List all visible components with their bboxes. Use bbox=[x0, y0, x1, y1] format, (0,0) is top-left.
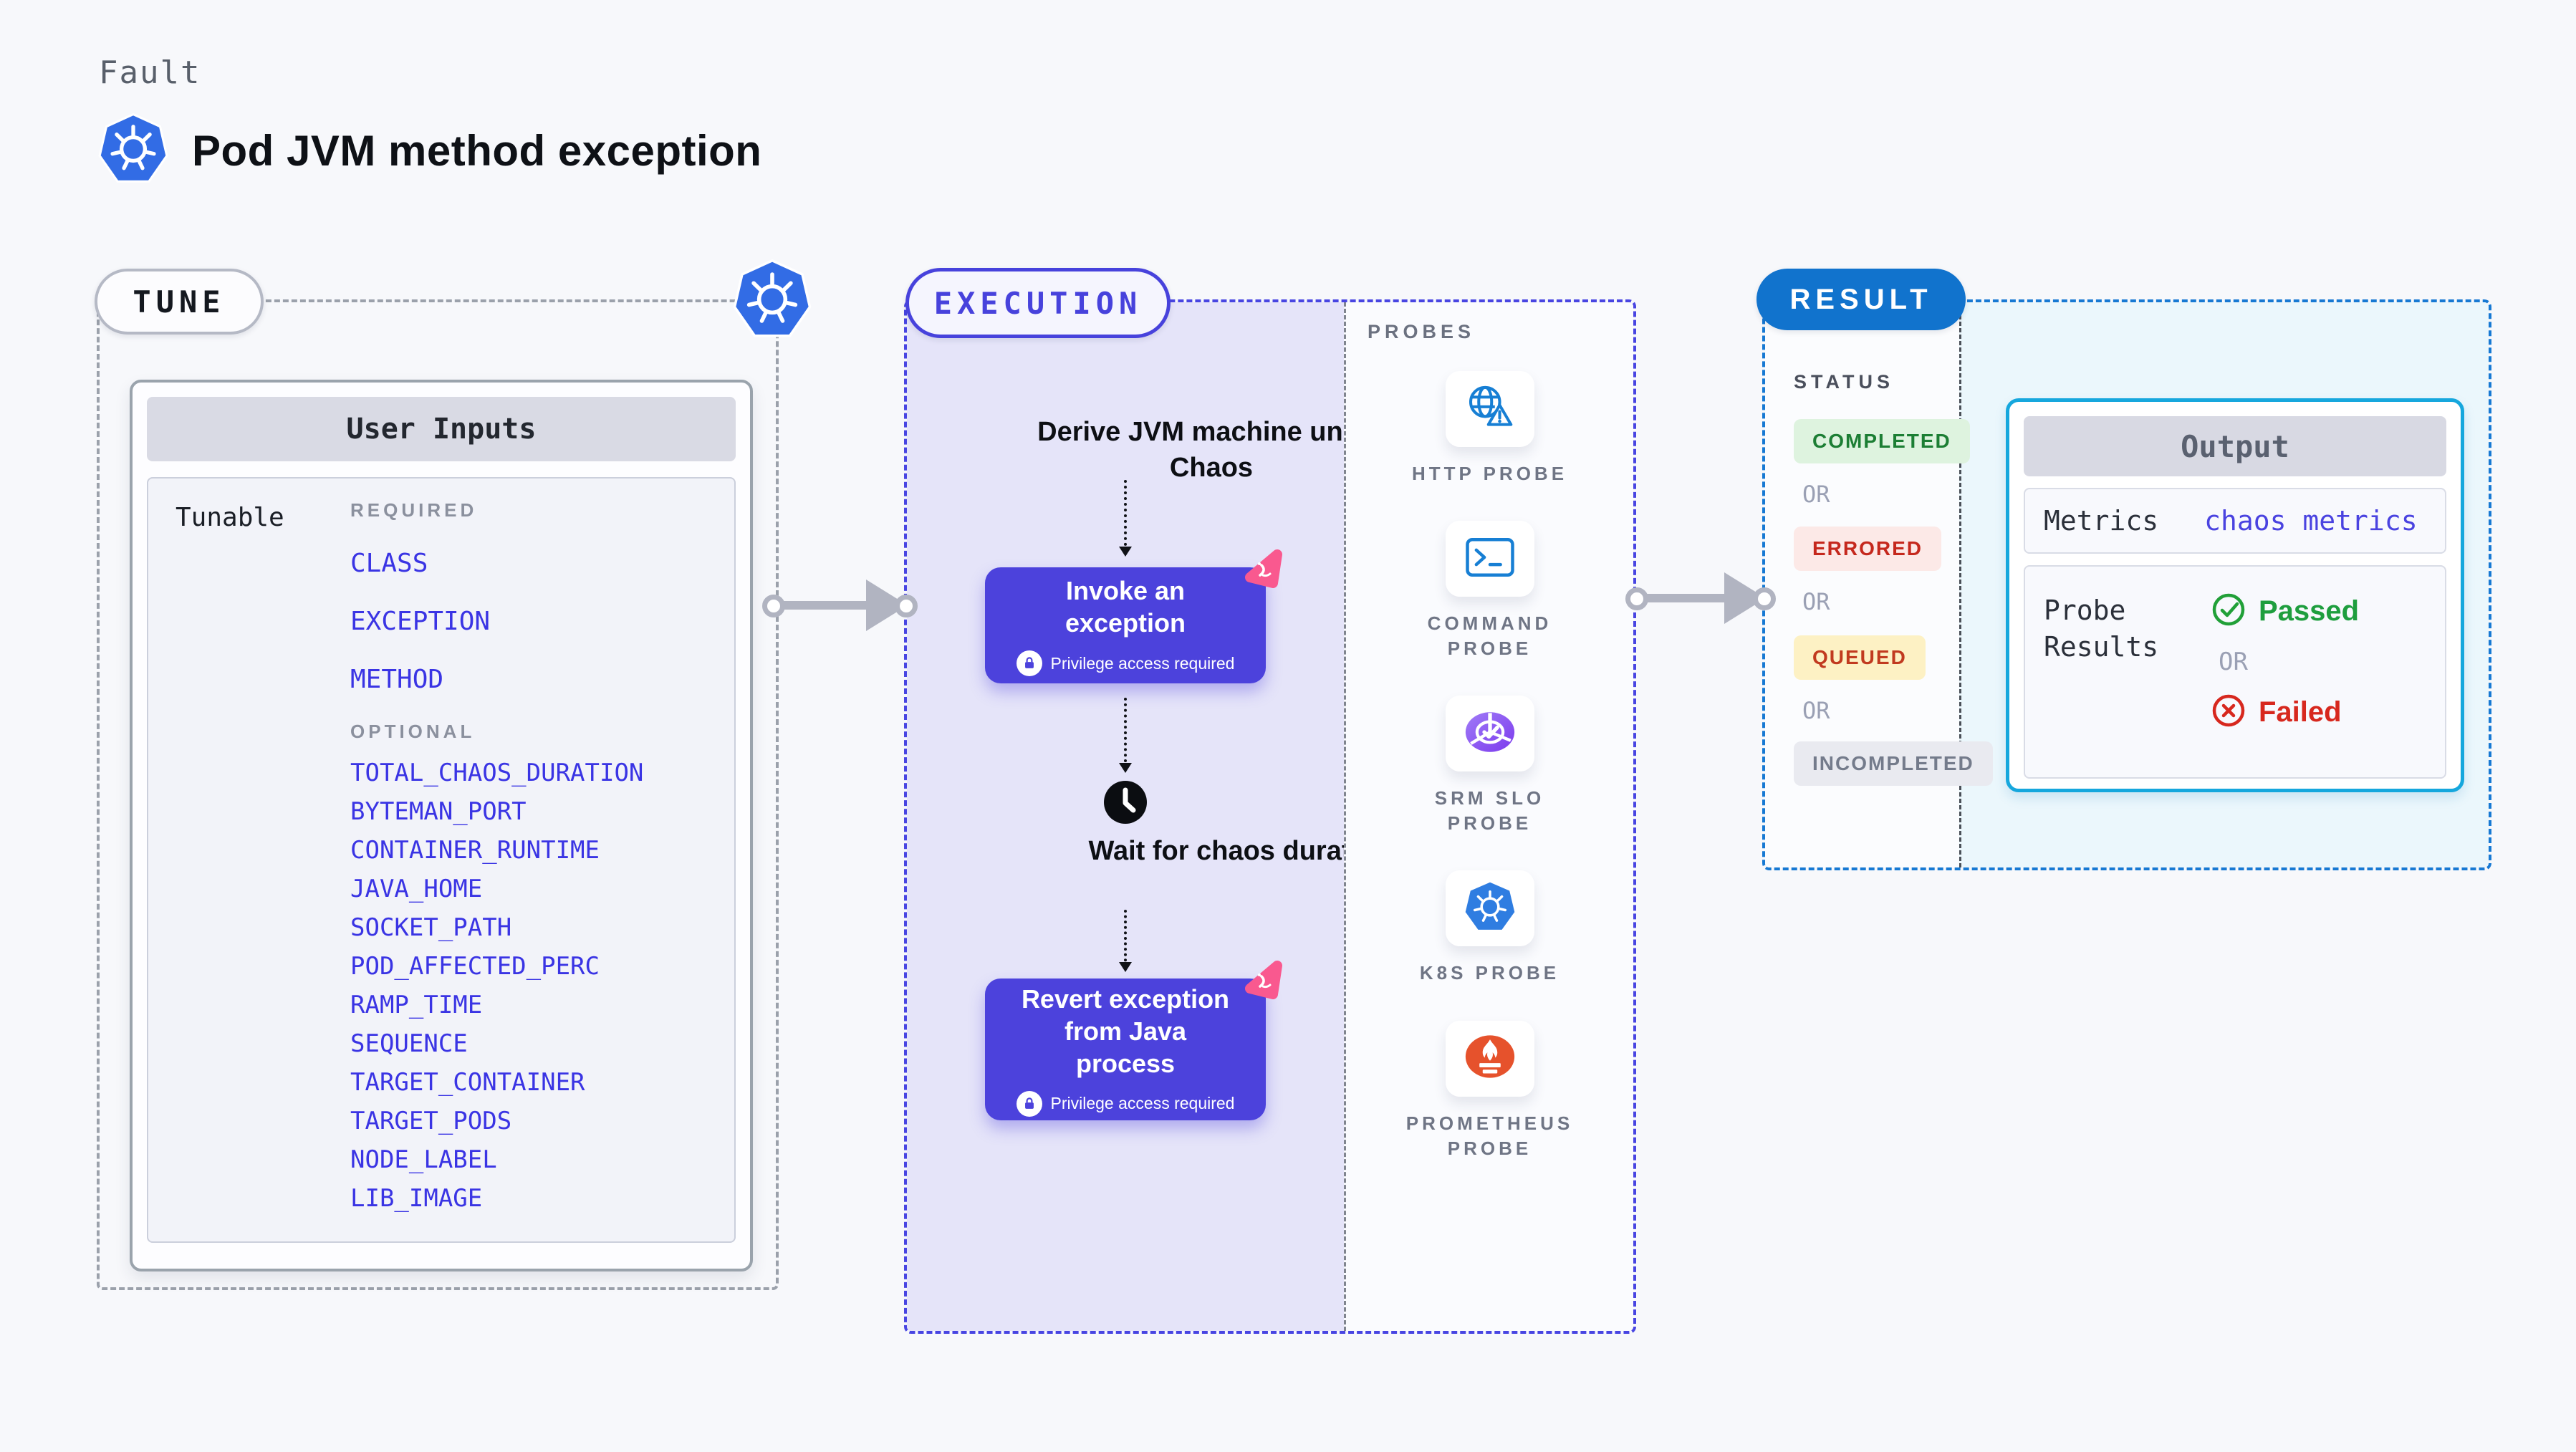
status-column: STATUS COMPLETED OR ERRORED OR QUEUED OR… bbox=[1765, 302, 1993, 867]
output-card: Output Metrics chaos metrics Probe Resul… bbox=[2006, 398, 2464, 792]
status-column-label: STATUS bbox=[1794, 371, 1894, 393]
dotted-arrow-icon bbox=[1119, 910, 1132, 972]
probe-label: COMMAND PROBE bbox=[1427, 612, 1552, 660]
or-label: OR bbox=[2219, 648, 2248, 676]
result-pill[interactable]: RESULT bbox=[1756, 269, 1966, 330]
command-probe-card[interactable] bbox=[1445, 521, 1534, 597]
or-label: OR bbox=[1802, 697, 1830, 724]
invoke-exception-label: Invoke an exception bbox=[1064, 576, 1186, 638]
probe-item-command: COMMAND PROBE bbox=[1397, 521, 1583, 661]
probe-label: HTTP PROBE bbox=[1411, 463, 1568, 484]
http-probe-card[interactable] bbox=[1445, 371, 1534, 447]
chaos-metrics-link[interactable]: chaos metrics bbox=[2204, 505, 2418, 537]
tunable-row-label: Tunable bbox=[176, 503, 284, 532]
user-inputs-title: User Inputs bbox=[147, 397, 736, 461]
probe-label: K8S PROBE bbox=[1419, 962, 1560, 984]
probe-item-prometheus: PROMETHEUS PROBE bbox=[1397, 1020, 1583, 1161]
or-label: OR bbox=[1802, 588, 1830, 615]
probe-item-srm-slo: SRM SLO PROBE bbox=[1397, 696, 1583, 836]
kubernetes-icon bbox=[732, 258, 812, 345]
probe-results-row: Probe Results Passed OR bbox=[2024, 565, 2446, 779]
flow-arrow-execution-to-result bbox=[1625, 571, 1776, 625]
slo-gauge-icon bbox=[1462, 709, 1518, 759]
required-group-label: REQUIRED bbox=[350, 499, 478, 521]
user-inputs-card: User Inputs Tunable REQUIRED CLASS EXCEP… bbox=[130, 380, 753, 1271]
execution-section: Derive JVM machine under Chaos Invoke an… bbox=[904, 299, 1636, 1334]
tunable-byteman-port-link[interactable]: BYTEMAN_PORT bbox=[350, 797, 527, 826]
kubernetes-icon bbox=[97, 112, 169, 190]
probe-results-label: Probe Results bbox=[2044, 595, 2159, 663]
tunable-method-link[interactable]: METHOD bbox=[350, 665, 444, 694]
tunable-container-runtime-link[interactable]: CONTAINER_RUNTIME bbox=[350, 836, 600, 865]
fault-kicker: Fault bbox=[99, 54, 201, 91]
dotted-arrow-icon bbox=[1119, 480, 1132, 557]
tunable-sequence-link[interactable]: SEQUENCE bbox=[350, 1029, 468, 1058]
privilege-note: Privilege access required bbox=[1050, 653, 1235, 673]
privilege-note: Privilege access required bbox=[1050, 1094, 1235, 1112]
revert-exception-node[interactable]: Revert exception from Java process Privi… bbox=[985, 961, 1282, 1120]
derive-step-text: Derive JVM machine under Chaos bbox=[1037, 417, 1385, 484]
k8s-probe-card[interactable] bbox=[1445, 870, 1534, 947]
execution-pill[interactable]: EXECUTION bbox=[905, 268, 1171, 338]
tunables-list: Tunable REQUIRED CLASS EXCEPTION METHOD … bbox=[147, 477, 736, 1243]
optional-group-label: OPTIONAL bbox=[350, 721, 476, 742]
x-circle-icon bbox=[2211, 693, 2246, 731]
status-badge-queued: QUEUED bbox=[1794, 635, 1926, 680]
tunable-node-label-link[interactable]: NODE_LABEL bbox=[350, 1145, 497, 1174]
tunable-exception-link[interactable]: EXCEPTION bbox=[350, 607, 491, 636]
clock-icon bbox=[1102, 779, 1148, 829]
execution-flow-panel: Derive JVM machine under Chaos Invoke an… bbox=[907, 302, 1391, 1331]
tunable-class-link[interactable]: CLASS bbox=[350, 549, 428, 578]
probe-label: PROMETHEUS PROBE bbox=[1405, 1112, 1574, 1159]
srm-slo-probe-card[interactable] bbox=[1445, 696, 1534, 772]
check-circle-icon bbox=[2211, 592, 2246, 630]
metrics-label: Metrics bbox=[2044, 505, 2159, 537]
litmus-spark-icon bbox=[1240, 957, 1286, 1006]
invoke-exception-node[interactable]: Invoke an exception Privilege access req… bbox=[985, 549, 1282, 683]
title-row: Pod JVM method exception bbox=[97, 112, 761, 190]
wait-step-text: Wait for chaos duration bbox=[1088, 836, 1392, 866]
prometheus-icon bbox=[1464, 1033, 1517, 1084]
or-label: OR bbox=[1802, 481, 1830, 508]
dotted-arrow-icon bbox=[1119, 698, 1132, 773]
tunable-lib-image-link[interactable]: LIB_IMAGE bbox=[350, 1184, 483, 1213]
litmus-spark-icon bbox=[1240, 546, 1286, 595]
status-badge-completed: COMPLETED bbox=[1794, 419, 1970, 463]
tunable-target-container-link[interactable]: TARGET_CONTAINER bbox=[350, 1068, 585, 1097]
tune-pill[interactable]: TUNE bbox=[95, 269, 264, 335]
tunable-target-pods-link[interactable]: TARGET_PODS bbox=[350, 1107, 512, 1135]
probes-panel: PROBES bbox=[1344, 302, 1633, 1331]
output-card-title: Output bbox=[2024, 416, 2446, 476]
probe-label: SRM SLO PROBE bbox=[1434, 787, 1545, 835]
probes-panel-label: PROBES bbox=[1368, 321, 1476, 342]
status-badge-errored: ERRORED bbox=[1794, 527, 1942, 571]
passed-label: Passed bbox=[2259, 595, 2360, 627]
tunable-total-chaos-duration-link[interactable]: TOTAL_CHAOS_DURATION bbox=[350, 759, 644, 787]
globe-alert-icon bbox=[1464, 382, 1516, 437]
probe-item-k8s: K8S PROBE bbox=[1397, 870, 1583, 986]
tunable-socket-path-link[interactable]: SOCKET_PATH bbox=[350, 913, 512, 942]
revert-exception-label: Revert exception from Java process bbox=[1021, 984, 1230, 1078]
lock-icon bbox=[1016, 1090, 1042, 1117]
tunable-pod-affected-perc-link[interactable]: POD_AFFECTED_PERC bbox=[350, 952, 600, 981]
kubernetes-icon bbox=[1461, 879, 1519, 938]
terminal-icon bbox=[1464, 534, 1516, 584]
failed-label: Failed bbox=[2259, 696, 2342, 728]
metrics-row: Metrics chaos metrics bbox=[2024, 488, 2446, 554]
status-badge-incompleted: INCOMPLETED bbox=[1794, 741, 1993, 786]
tunable-ramp-time-link[interactable]: RAMP_TIME bbox=[350, 991, 483, 1019]
probe-item-http: HTTP PROBE bbox=[1397, 371, 1583, 486]
page-title: Pod JVM method exception bbox=[192, 127, 762, 175]
prometheus-probe-card[interactable] bbox=[1445, 1020, 1534, 1097]
tunable-java-home-link[interactable]: JAVA_HOME bbox=[350, 875, 483, 903]
lock-icon bbox=[1016, 650, 1042, 676]
flow-arrow-tune-to-execution bbox=[762, 578, 918, 633]
tune-section bbox=[97, 299, 779, 1290]
